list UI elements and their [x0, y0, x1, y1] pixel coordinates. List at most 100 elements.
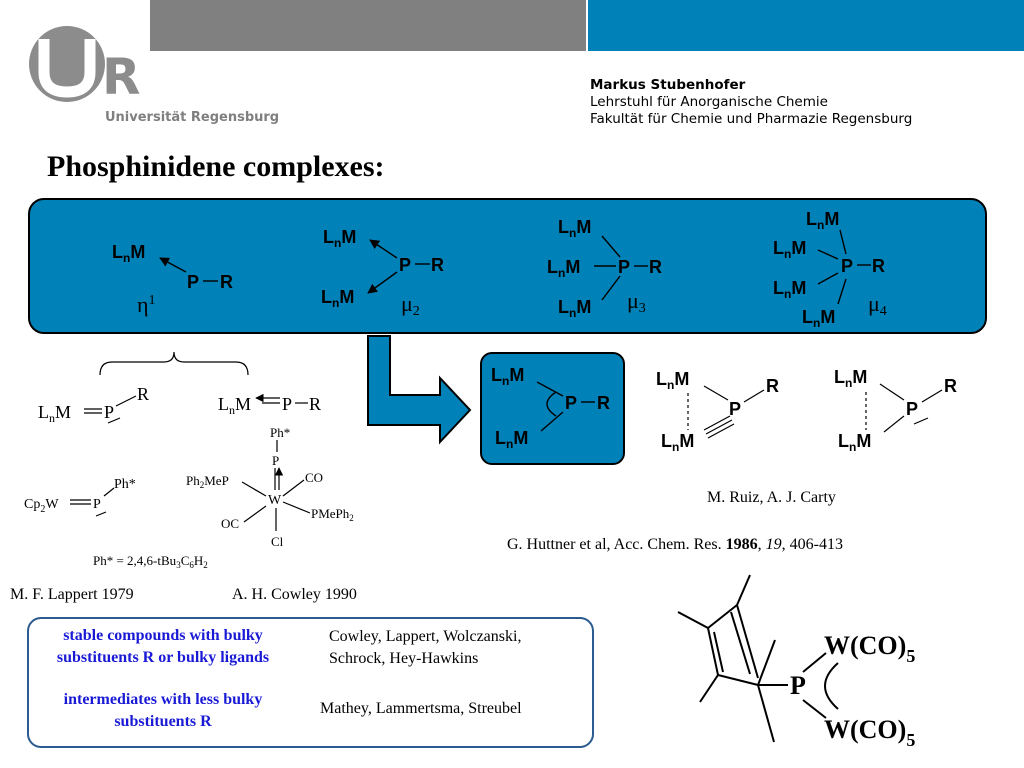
ref-huttner-sep: ,: [757, 536, 766, 553]
mu3-structure: LnM LnM LnM P R μ3: [547, 217, 662, 320]
svg-text:P: P: [906, 399, 918, 419]
svg-text:LnM: LnM: [495, 428, 528, 451]
author-name: Markus Stubenhofer: [590, 77, 746, 93]
svg-text:LnM: LnM: [661, 431, 694, 454]
svg-text:Cl: Cl: [271, 534, 284, 549]
svg-text:P: P: [187, 272, 199, 292]
svg-text:R: R: [597, 393, 610, 413]
svg-text:P: P: [282, 394, 292, 414]
header-blue-bar: [588, 0, 1024, 51]
svg-text:LnM: LnM: [547, 257, 580, 280]
university-name: Universität Regensburg: [105, 110, 280, 125]
svg-text:LnM: LnM: [558, 217, 591, 240]
svg-text:OC: OC: [221, 516, 239, 531]
svg-text:η1: η1: [137, 292, 156, 317]
svg-text:LnM: LnM: [38, 402, 71, 425]
stable-compounds-note: stable compounds with bulky substituents…: [30, 625, 296, 669]
mu2-structure: LnM LnM P R μ2: [321, 227, 444, 319]
svg-text:LnM: LnM: [491, 365, 524, 388]
cp2w-structure: Cp2W P Ph*: [24, 477, 136, 517]
intermediates-authors: Mathey, Lammertsma, Streubel: [320, 700, 522, 717]
stable-line-2: substituents R or bulky ligands: [56, 649, 270, 666]
svg-text:LnM: LnM: [656, 369, 689, 392]
ref-huttner-pages: , 406-413: [781, 536, 843, 553]
svg-text:LnM: LnM: [802, 307, 835, 330]
carty-structure-2: LnM LnM P R: [834, 367, 957, 454]
svg-text:R: R: [944, 376, 957, 396]
bridging-mode-box: [480, 352, 625, 465]
svg-text:R: R: [649, 257, 662, 277]
ref-huttner-volume: 19: [765, 536, 782, 553]
ref-huttner: G. Huttner et al, Acc. Chem. Res. 1986 , …: [507, 536, 843, 554]
svg-text:μ2: μ2: [401, 291, 420, 319]
intermediates-line-1: intermediates with less bulky: [63, 691, 263, 708]
svg-text:P: P: [618, 257, 630, 277]
author-block: Markus Stubenhofer Lehrstuhl für Anorgan…: [590, 77, 912, 128]
svg-text:R: R: [431, 255, 444, 275]
svg-text:P: P: [104, 402, 114, 422]
stable-authors-line-1: Cowley, Lappert, Wolczanski,: [329, 628, 522, 645]
svg-text:LnM: LnM: [806, 209, 839, 232]
cowley-structure: LnM P R: [218, 393, 321, 417]
svg-text:P: P: [399, 255, 411, 275]
stable-line-1: stable compounds with bulky: [63, 627, 263, 644]
page-title: Phosphinidene complexes:: [47, 150, 385, 183]
svg-text:R: R: [309, 394, 321, 414]
tungsten-complex: Ph* P W Ph2MeP CO PMePh2 OC Cl: [186, 425, 354, 549]
coordination-modes-panel: [28, 198, 987, 334]
ref-lappert: M. F. Lappert 1979: [10, 586, 134, 603]
svg-text:LnM: LnM: [838, 431, 871, 454]
university-logo: R: [29, 26, 141, 106]
eta1-structure: LnM P R η1: [112, 242, 233, 317]
stable-authors-line-2: Schrock, Hey-Hawkins: [329, 650, 479, 667]
svg-text:LnM: LnM: [773, 238, 806, 261]
svg-text:P: P: [93, 497, 101, 512]
carty-structure-1: LnM LnM P R: [656, 369, 779, 454]
svg-text:Ph2MeP: Ph2MeP: [186, 473, 229, 490]
svg-text:R: R: [137, 384, 149, 404]
mu4-structure: LnM LnM LnM LnM P R μ4: [773, 209, 887, 330]
svg-text:LnM: LnM: [321, 287, 354, 310]
header-grey-bar: [150, 0, 586, 51]
phosphorus-label: P: [790, 671, 806, 700]
svg-text:P: P: [841, 256, 853, 276]
svg-text:R: R: [872, 256, 885, 276]
cp-star-phosphinidene: [677, 574, 839, 743]
svg-text:LnM: LnM: [218, 394, 251, 417]
svg-text:R: R: [220, 272, 233, 292]
lappert-structure: LnM P R: [38, 384, 149, 425]
svg-text:R: R: [102, 48, 141, 106]
ref-huttner-year: 1986: [725, 536, 758, 553]
svg-text:P: P: [729, 399, 741, 419]
ref-ruiz-carty: M. Ruiz, A. J. Carty: [707, 489, 836, 506]
svg-text:LnM: LnM: [773, 278, 806, 301]
author-chair: Lehrstuhl für Anorganische Chemie: [590, 94, 828, 110]
ref-huttner-authors: G. Huttner et al, Acc. Chem. Res.: [507, 536, 726, 553]
classification-box: [27, 617, 594, 748]
svg-text:Cp2W: Cp2W: [24, 497, 59, 515]
svg-text:μ4: μ4: [868, 291, 887, 319]
svg-text:μ3: μ3: [627, 288, 646, 316]
wco5-top-label: W(CO)5: [824, 631, 915, 666]
ref-cowley: A. H. Cowley 1990: [232, 586, 357, 603]
wco5-bottom-label: W(CO)5: [824, 715, 915, 750]
svg-text:LnM: LnM: [834, 367, 867, 390]
intermediates-line-2: substituents R: [114, 713, 212, 730]
svg-text:P: P: [272, 453, 279, 468]
intermediates-note: intermediates with less bulky substituen…: [30, 689, 296, 733]
author-faculty: Fakultät für Chemie und Pharmazie Regens…: [590, 111, 913, 127]
svg-text:LnM: LnM: [558, 297, 591, 320]
svg-text:R: R: [766, 376, 779, 396]
svg-text:LnM: LnM: [112, 242, 145, 265]
stable-authors: Cowley, Lappert, Wolczanski, Schrock, He…: [329, 626, 521, 670]
svg-text:PMePh2: PMePh2: [311, 506, 354, 523]
bridging-structure: LnM LnM P R: [491, 365, 610, 451]
ph-star-definition: Ph* = 2,4,6-tBu3C6H2: [93, 553, 208, 570]
transition-arrow: [367, 335, 472, 445]
svg-text:Ph*: Ph*: [114, 477, 136, 492]
svg-text:CO: CO: [305, 470, 323, 485]
svg-text:LnM: LnM: [323, 227, 356, 250]
svg-text:P: P: [565, 393, 577, 413]
svg-text:Ph*: Ph*: [270, 425, 290, 440]
